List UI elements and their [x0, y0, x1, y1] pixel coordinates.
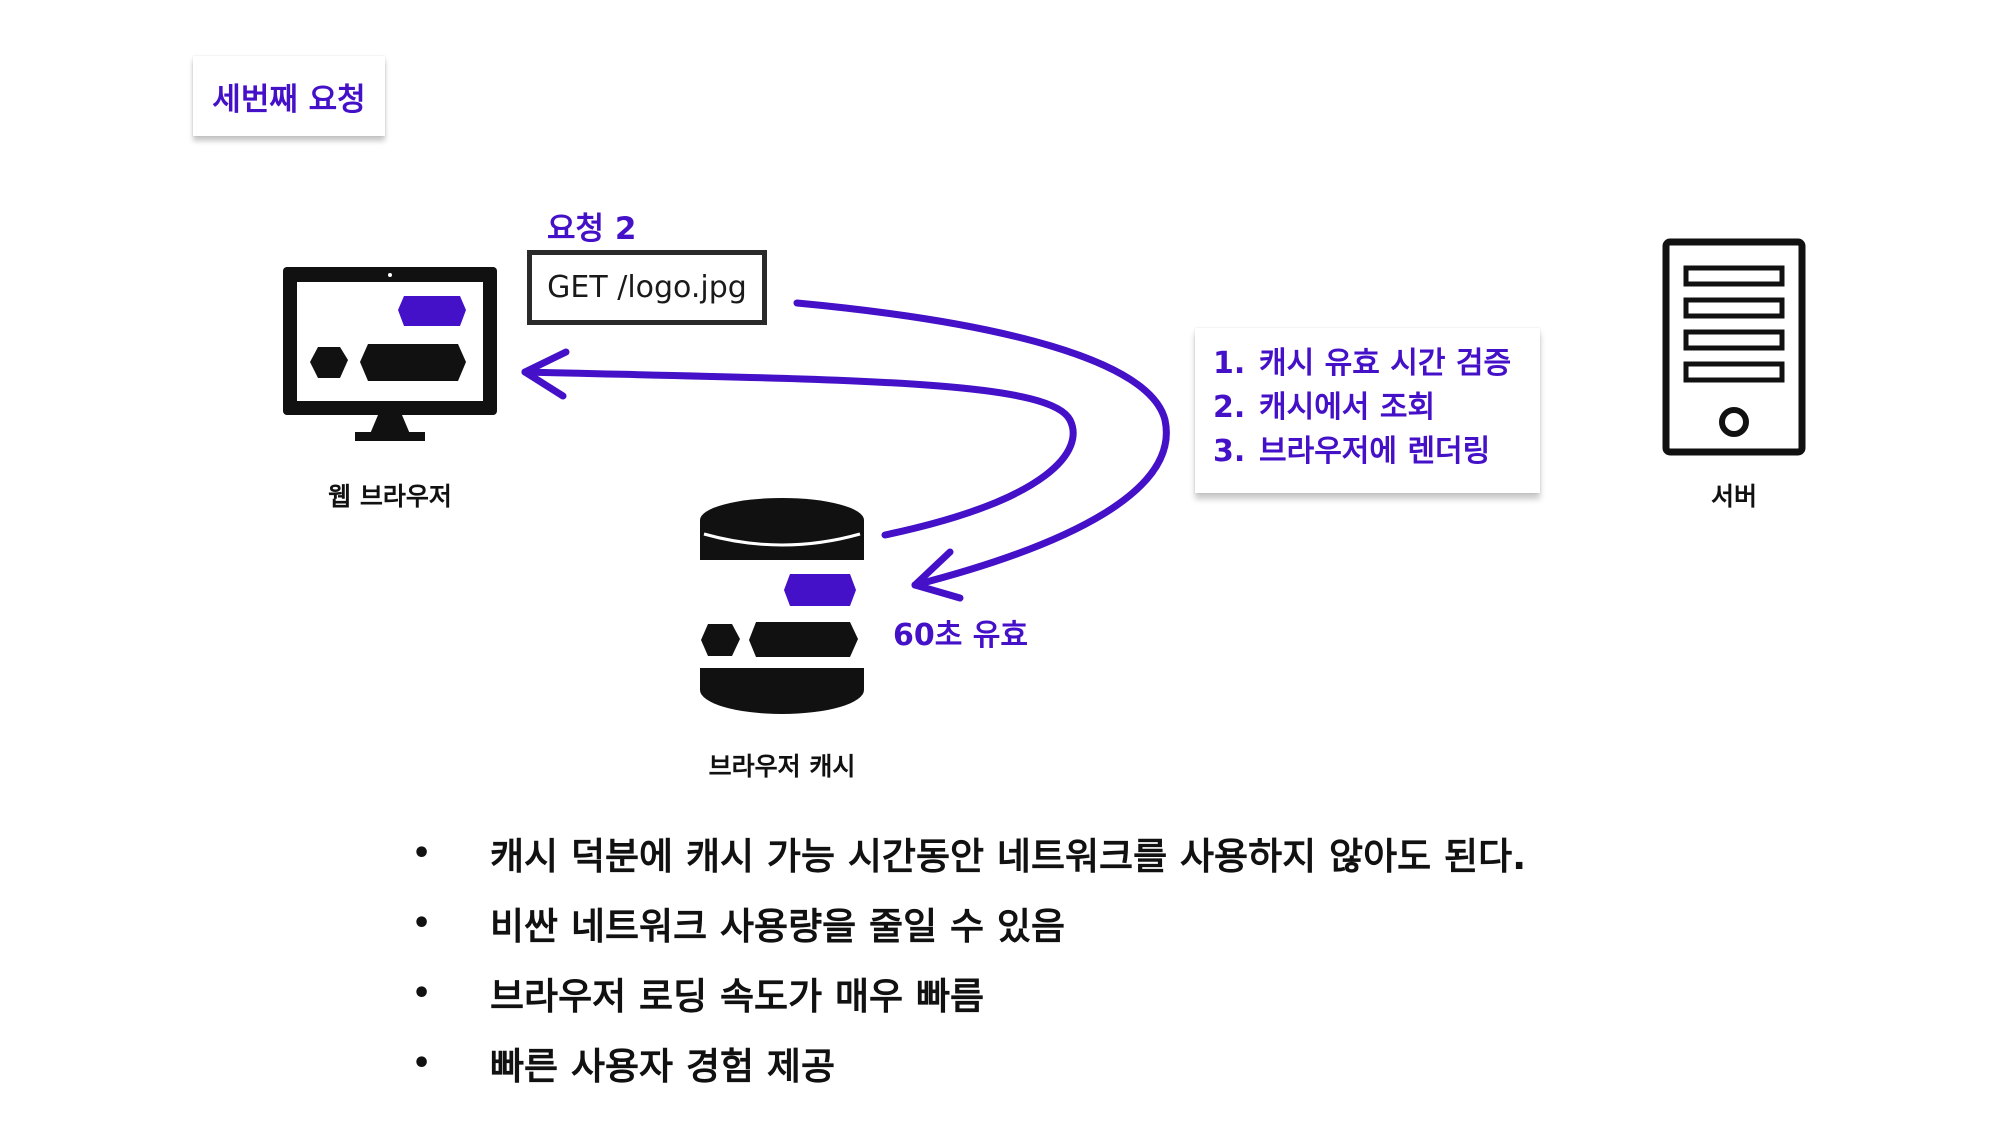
step-number: 2. — [1213, 390, 1246, 425]
cache-validity-label: 60초 유효 — [893, 618, 1028, 653]
bullet-text: 빠른 사용자 경험 제공 — [490, 1045, 836, 1088]
step-text: 캐시 유효 시간 검증 — [1259, 346, 1512, 381]
bullet-dot: • — [412, 975, 432, 1011]
server-caption: 서버 — [1710, 482, 1757, 511]
request-arrow — [793, 299, 1170, 602]
list-item: • 비싼 네트워크 사용량을 줄일 수 있음 — [400, 888, 1526, 958]
request-line-box: GET /logo.jpg — [527, 250, 767, 325]
cache-database-icon — [692, 498, 874, 714]
step-number: 3. — [1213, 434, 1246, 469]
step-text: 브라우저에 렌더링 — [1259, 434, 1491, 469]
step-number: 1. — [1213, 346, 1246, 381]
list-item: • 빠른 사용자 경험 제공 — [400, 1028, 1526, 1098]
step-text: 캐시에서 조회 — [1259, 390, 1436, 425]
bullet-text: 브라우저 로딩 속도가 매우 빠름 — [490, 975, 985, 1018]
request-line: GET /logo.jpg — [547, 270, 747, 305]
browser-caption: 웹 브라우저 — [328, 482, 452, 511]
slide-title: 세번째 요청 — [212, 81, 366, 118]
list-item: • 캐시 덕분에 캐시 가능 시간동안 네트워크를 사용하지 않아도 된다. — [400, 818, 1526, 888]
cache-caption: 브라우저 캐시 — [708, 752, 856, 781]
slide-title-card: 세번째 요청 — [193, 56, 385, 136]
server-icon — [1662, 238, 1806, 456]
step-item: 3. 브라우저에 렌더링 — [1213, 430, 1540, 474]
bullet-text: 비싼 네트워크 사용량을 줄일 수 있음 — [490, 905, 1066, 948]
bullet-dot: • — [412, 835, 432, 871]
step-item: 1. 캐시 유효 시간 검증 — [1213, 342, 1540, 386]
monitor-icon — [283, 267, 497, 441]
bullet-dot: • — [412, 905, 432, 941]
step-item: 2. 캐시에서 조회 — [1213, 386, 1540, 430]
bullet-list: • 캐시 덕분에 캐시 가능 시간동안 네트워크를 사용하지 않아도 된다. •… — [400, 818, 1526, 1098]
request-label: 요청 2 — [547, 211, 637, 247]
bullet-dot: • — [412, 1045, 432, 1081]
response-arrow — [521, 348, 1077, 539]
list-item: • 브라우저 로딩 속도가 매우 빠름 — [400, 958, 1526, 1028]
steps-card: 1. 캐시 유효 시간 검증 2. 캐시에서 조회 3. 브라우저에 렌더링 — [1195, 328, 1540, 493]
bullet-text: 캐시 덕분에 캐시 가능 시간동안 네트워크를 사용하지 않아도 된다. — [490, 835, 1527, 878]
